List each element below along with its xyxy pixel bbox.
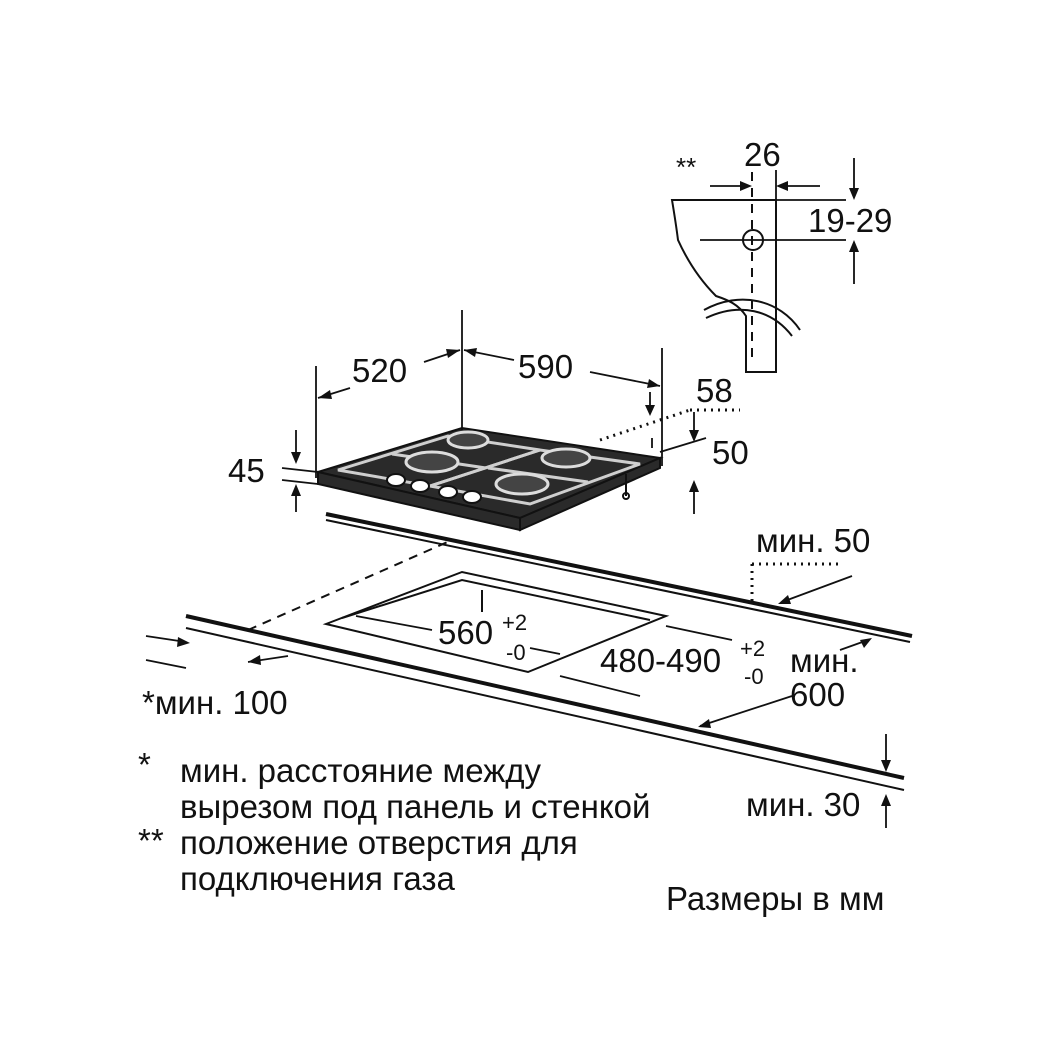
note-1-line-1: мин. расстояние между xyxy=(180,752,542,789)
dim-480-490-label: 480-490 xyxy=(600,642,721,679)
dim-520-label: 520 xyxy=(352,352,407,389)
arrowhead xyxy=(881,794,891,806)
dim-58-dotted-ext xyxy=(599,408,691,442)
min-50-arrow xyxy=(781,575,853,603)
arrowhead xyxy=(464,348,477,357)
dim-560-line xyxy=(529,647,561,655)
min-100-label: *мин. 100 xyxy=(142,684,288,721)
note-1-marker: * xyxy=(138,746,151,783)
dim-560-label: 560 xyxy=(438,614,493,651)
dim-480-490-tol-minus: -0 xyxy=(744,664,764,689)
dim-480-ext xyxy=(559,675,641,697)
worktop-back-edge-inner xyxy=(325,519,911,643)
min-30-label: мин. 30 xyxy=(746,786,860,823)
worktop-front-edge-inner xyxy=(185,627,905,791)
notes: * мин. расстояние между вырезом под пане… xyxy=(138,746,884,917)
dim-560-tol-minus: -0 xyxy=(506,640,526,665)
min-100-arrow-ext xyxy=(145,659,187,669)
arrowhead xyxy=(698,719,711,728)
arrowhead xyxy=(248,655,261,665)
arrowhead xyxy=(740,181,752,191)
connector-cut-line-2 xyxy=(705,308,793,337)
arrowhead xyxy=(177,637,190,647)
arrowhead xyxy=(291,452,301,464)
dim-560-line xyxy=(355,615,433,631)
min-600-label: мин. xyxy=(790,642,859,679)
countertop: 560 +2 -0 480-490 +2 -0 мин. 50 мин. 600… xyxy=(142,512,913,828)
dim-480-ext xyxy=(665,625,733,641)
arrowhead xyxy=(881,760,891,772)
knob-icon xyxy=(462,490,482,504)
min-600-value: 600 xyxy=(790,676,845,713)
arrowhead xyxy=(689,430,699,442)
arrowhead xyxy=(778,595,791,604)
arrowhead xyxy=(849,188,859,200)
dim-58-label: 58 xyxy=(696,372,733,409)
worktop-front-edge xyxy=(185,614,905,780)
burner-icon xyxy=(404,450,460,474)
cutout-inner-back xyxy=(341,578,651,621)
knob-icon xyxy=(386,473,406,487)
burner-icon xyxy=(494,472,550,496)
arrowhead xyxy=(446,349,460,358)
dim-50-ext xyxy=(659,437,707,453)
hob xyxy=(314,426,664,532)
min-600-arrow xyxy=(699,695,793,727)
note-1-line-2: вырезом под панель и стенкой xyxy=(180,788,650,825)
connector-cut-line-1 xyxy=(703,298,801,331)
worktop-back-edge xyxy=(325,512,913,638)
double-star-label: ** xyxy=(676,152,696,182)
dim-45-label: 45 xyxy=(228,452,265,489)
wall-dashed-line xyxy=(247,539,453,631)
gas-pipe-end xyxy=(622,492,630,500)
arrowhead xyxy=(647,379,660,388)
dim-590-label: 590 xyxy=(518,348,573,385)
dim-45-ext xyxy=(281,467,319,473)
dim-560-tol-plus: +2 xyxy=(502,610,527,635)
gas-connector-detail: ** 26 19-29 xyxy=(670,136,892,373)
note-2-marker: ** xyxy=(138,822,164,859)
dim-480-490-tol-plus: +2 xyxy=(740,636,765,661)
knob-icon xyxy=(410,479,430,493)
arrowhead xyxy=(776,181,788,191)
dim-19-29-label: 19-29 xyxy=(808,202,892,239)
arrowhead xyxy=(318,390,332,399)
cutout-outline xyxy=(322,570,670,674)
arrowhead xyxy=(689,480,699,492)
knob-icon xyxy=(438,485,458,499)
grate-right xyxy=(429,448,641,506)
arrowhead xyxy=(645,405,655,416)
dim-26-label: 26 xyxy=(744,136,781,173)
units-label: Размеры в мм xyxy=(666,880,884,917)
min-50-label: мин. 50 xyxy=(756,522,870,559)
arrowhead xyxy=(291,484,301,496)
burner-icon xyxy=(446,430,490,450)
burner-icon xyxy=(540,447,592,469)
dim-50-label: 50 xyxy=(712,434,749,471)
note-2-line-2: подключения газа xyxy=(180,860,456,897)
dim-45-ext xyxy=(281,479,319,485)
arrowhead xyxy=(860,638,872,648)
hob-dimensions: 520 590 58 50 45 xyxy=(228,310,749,514)
arrowhead xyxy=(849,240,859,252)
note-2-line-1: положение отверстия для xyxy=(180,824,578,861)
connector-bracket-outline xyxy=(670,199,777,373)
